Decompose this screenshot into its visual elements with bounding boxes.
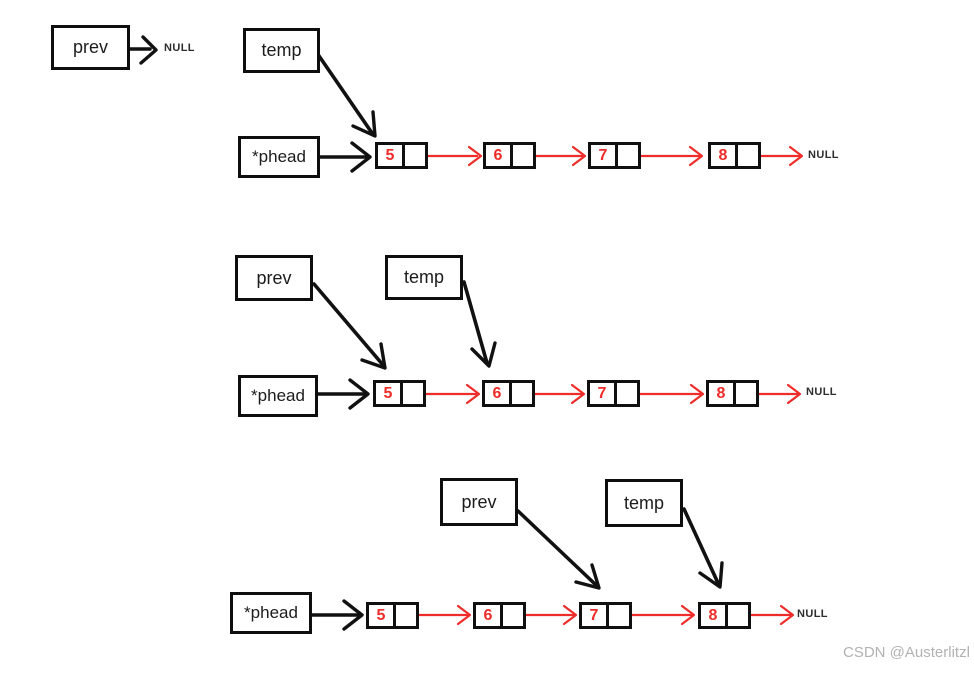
list-node: 8 bbox=[698, 602, 751, 629]
phead-arrow bbox=[316, 378, 370, 410]
node-value: 5 bbox=[376, 606, 386, 624]
phead-pointer-box: *phead bbox=[238, 375, 318, 417]
node-value: 7 bbox=[598, 146, 608, 164]
node-value: 5 bbox=[385, 146, 395, 164]
phead-pointer-box: *phead bbox=[230, 592, 312, 634]
null-text: NULL bbox=[164, 42, 195, 54]
node-next-cell bbox=[396, 605, 416, 626]
node-value-cell: 8 bbox=[711, 145, 738, 166]
node-value-cell: 6 bbox=[485, 383, 512, 404]
null-text: NULL bbox=[797, 608, 828, 620]
null-text: NULL bbox=[806, 386, 837, 398]
csdn-watermark: CSDN @Austerlitzl bbox=[843, 644, 970, 661]
node-next-cell bbox=[513, 145, 533, 166]
temp-arrow bbox=[682, 507, 724, 589]
null-text: NULL bbox=[808, 149, 839, 161]
node-next-cell bbox=[512, 383, 532, 404]
node-next-cell bbox=[609, 605, 629, 626]
temp-arrow bbox=[315, 51, 377, 138]
node-value-cell: 7 bbox=[582, 605, 609, 626]
prev-arrow bbox=[516, 509, 601, 590]
node-next-cell bbox=[728, 605, 748, 626]
node-next-cell bbox=[618, 145, 638, 166]
node-value-cell: 8 bbox=[709, 383, 736, 404]
node-next-cell bbox=[503, 605, 523, 626]
phead-label: *phead bbox=[252, 147, 306, 166]
temp-label: temp bbox=[623, 492, 665, 513]
temp-pointer-box: temp bbox=[385, 255, 463, 300]
prev-label: prev bbox=[256, 267, 292, 288]
node-value-cell: 7 bbox=[591, 145, 618, 166]
list-node: 7 bbox=[588, 142, 641, 169]
list-node: 5 bbox=[375, 142, 428, 169]
temp-pointer-box: temp bbox=[605, 479, 683, 527]
prev-pointer-box: prev bbox=[51, 25, 130, 70]
list-node: 8 bbox=[708, 142, 761, 169]
node-next-cell bbox=[738, 145, 758, 166]
node-value-cell: 6 bbox=[476, 605, 503, 626]
list-node: 7 bbox=[579, 602, 632, 629]
list-node: 7 bbox=[587, 380, 640, 407]
phead-arrow bbox=[318, 141, 372, 173]
phead-label: *phead bbox=[244, 603, 298, 622]
node-next-cell bbox=[403, 383, 423, 404]
node-value: 8 bbox=[718, 146, 728, 164]
list-node: 6 bbox=[482, 380, 535, 407]
temp-arrow bbox=[462, 280, 497, 368]
prev-label: prev bbox=[461, 491, 497, 512]
node-next-cell bbox=[617, 383, 637, 404]
node-value: 5 bbox=[383, 384, 393, 402]
node-value-cell: 5 bbox=[376, 383, 403, 404]
list-node: 5 bbox=[373, 380, 426, 407]
phead-arrow bbox=[310, 599, 364, 631]
node-value: 8 bbox=[716, 384, 726, 402]
prev-label: prev bbox=[72, 37, 108, 57]
node-value: 8 bbox=[708, 606, 718, 624]
node-value-cell: 8 bbox=[701, 605, 728, 626]
node-next-cell bbox=[736, 383, 756, 404]
node-value: 6 bbox=[492, 384, 502, 402]
node-value: 7 bbox=[597, 384, 607, 402]
prev-pointer-box: prev bbox=[235, 255, 313, 301]
prev-pointer-box: prev bbox=[440, 478, 518, 526]
prev-to-null-arrow bbox=[128, 35, 158, 65]
list-node: 5 bbox=[366, 602, 419, 629]
node-value-cell: 5 bbox=[369, 605, 396, 626]
list-node: 6 bbox=[483, 142, 536, 169]
node-next-cell bbox=[405, 145, 425, 166]
node-value: 6 bbox=[493, 146, 503, 164]
list-node: 6 bbox=[473, 602, 526, 629]
node-value-cell: 5 bbox=[378, 145, 405, 166]
temp-label: temp bbox=[261, 40, 302, 60]
temp-label: temp bbox=[403, 267, 445, 287]
list-node: 8 bbox=[706, 380, 759, 407]
node-value: 7 bbox=[589, 606, 599, 624]
phead-label: *phead bbox=[251, 386, 305, 405]
prev-arrow bbox=[312, 282, 387, 370]
node-value: 6 bbox=[483, 606, 493, 624]
phead-pointer-box: *phead bbox=[238, 136, 320, 178]
node-value-cell: 6 bbox=[486, 145, 513, 166]
temp-pointer-box: temp bbox=[243, 28, 320, 73]
node-value-cell: 7 bbox=[590, 383, 617, 404]
